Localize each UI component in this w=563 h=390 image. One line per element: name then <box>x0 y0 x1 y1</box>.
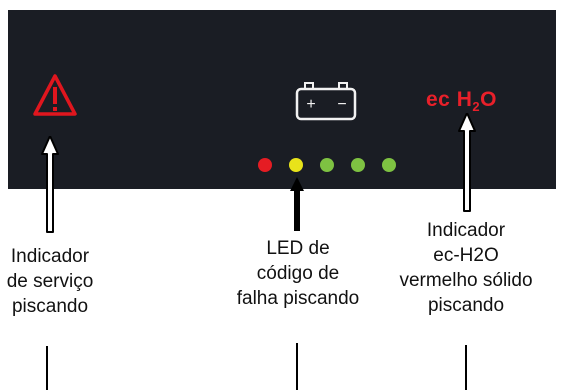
fault-code-led-4 <box>351 158 365 172</box>
ech2o-indicator-label: Indicador ec-H2O vermelho sólido piscand… <box>399 220 533 316</box>
fault-code-led-5 <box>382 158 396 172</box>
battery-minus-glyph: − <box>337 96 346 113</box>
ech2o-logo-main: ec H <box>426 88 473 111</box>
battery-icon: + − <box>295 82 357 121</box>
fault-code-led-3 <box>320 158 334 172</box>
service-indicator-label: Indicador de serviço piscando <box>6 246 94 317</box>
warning-triangle-icon <box>33 74 77 116</box>
fault-code-leader-line <box>296 343 298 390</box>
service-leader-line <box>46 346 48 390</box>
control-panel: + − ec H2O <box>8 10 556 189</box>
ech2o-leader-line <box>465 345 467 390</box>
ech2o-logo: ec H2O <box>426 84 497 116</box>
fault-code-arrow-icon <box>290 177 304 231</box>
battery-plus-glyph: + <box>306 96 315 113</box>
ech2o-logo-tail: O <box>480 88 497 111</box>
service-arrow-icon <box>41 136 59 233</box>
fault-code-led-1 <box>258 158 272 172</box>
ech2o-arrow-icon <box>458 113 476 212</box>
fault-code-led-2 <box>289 158 303 172</box>
fault-code-led-label: LED de código de falha piscando <box>236 238 360 309</box>
ech2o-logo-sub: 2 <box>472 99 481 114</box>
